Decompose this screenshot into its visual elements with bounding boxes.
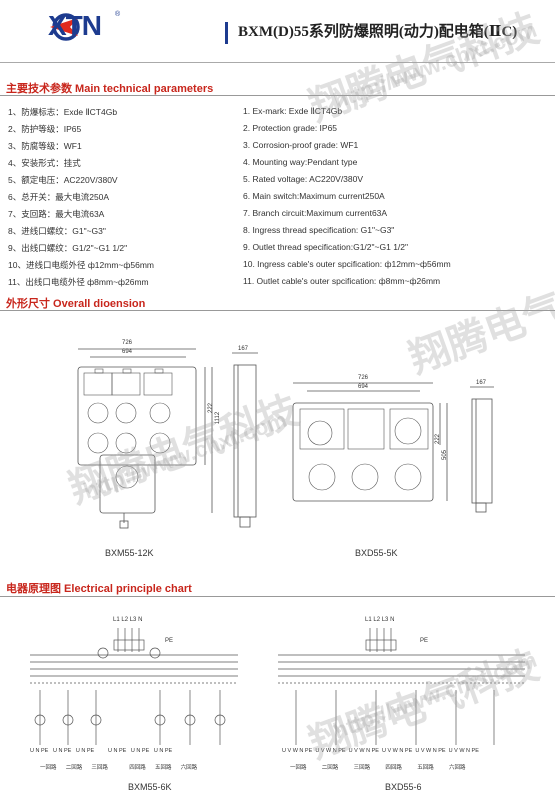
section-rule: [0, 95, 555, 96]
bxm55-12k-side-view: [232, 352, 258, 528]
param-en: 9. Outlet thread specification:G1/2"~G1 …: [243, 242, 409, 252]
param-en: 5. Rated voltage: AC220V/380V: [243, 174, 364, 184]
param-en: 6. Main switch:Maximum current250A: [243, 191, 385, 201]
branch-label: 三回路: [91, 765, 108, 771]
terminal-set: U N PE: [153, 748, 173, 754]
dim-label: 694: [122, 349, 133, 355]
param-cn: 11、出线口电缆外径 ф8mm~ф26mm: [8, 277, 149, 287]
param-en: 3. Corrosion-proof grade: WF1: [243, 140, 359, 150]
param-cn: 1、防爆标志：Exde ⅡCT4Gb: [8, 107, 118, 117]
section-rule: [0, 596, 555, 597]
branch-label: 六回路: [448, 765, 466, 771]
bus-l1: L1: [365, 617, 372, 623]
param-cn: 3、防腐等级：WF1: [8, 141, 82, 151]
param-en: 2. Protection grade: IP65: [243, 123, 338, 133]
terminal-set: U N PE: [107, 748, 127, 754]
dim-label: 222: [435, 433, 442, 445]
bus-l3: L3: [381, 617, 389, 623]
terminal-set: U V W N PE: [282, 748, 313, 754]
bxd55-6-schematic: [278, 628, 525, 745]
bus-l3: L3: [129, 617, 137, 623]
dim-label: 222: [208, 402, 215, 414]
dimension-drawings: [77, 348, 494, 529]
branch-label: 五回路: [417, 765, 434, 771]
terminal-set: U N PE: [30, 748, 49, 754]
section-dimensions-title: 外形尺寸 Overall dioension: [6, 298, 146, 310]
bus-l1: L1: [113, 617, 120, 623]
branch-label: 三回路: [353, 765, 371, 771]
branch-names-right: 一回路 二回路 三回路 四回路 五回路 六回路: [290, 763, 466, 771]
param-cn: 8、进线口螺纹：G1"~G3": [8, 226, 106, 236]
pe-label: PE: [165, 638, 174, 644]
param-cn: 6、总开关：最大电流250A: [8, 192, 110, 202]
page-title: BXM(D)55系列防爆照明(动力)配电箱(ⅡC): [238, 24, 518, 40]
terminal-set: U V W N PE: [381, 748, 413, 754]
param-cn: 2、防护等级：IP65: [8, 124, 82, 134]
xtn-logo-icon: [50, 13, 80, 41]
caption-bxm55-12k: BXM55-12K: [105, 548, 154, 558]
bus-l2: L2: [121, 617, 129, 623]
section-technical-title: 主要技术参数 Main technical parameters: [6, 83, 214, 95]
caption-bxd55-5k: BXD55-5K: [355, 548, 398, 558]
branch-label: 一回路: [290, 765, 307, 771]
header-rule: [0, 62, 555, 63]
param-cn: 5、额定电压：AC220V/380V: [8, 175, 118, 185]
param-cn: 4、安装形式：挂式: [8, 158, 81, 168]
param-en: 4. Mounting way:Pendant type: [243, 157, 358, 167]
param-en: 10. Ingress cable's outer spcification: …: [243, 259, 451, 269]
bxd55-5k-front-view: [292, 382, 448, 502]
branch-label: 四回路: [129, 765, 146, 771]
dim-label: 167: [238, 346, 249, 352]
branch-label: 一回路: [40, 765, 57, 771]
terminal-set: U V W N PE: [315, 748, 346, 754]
bxm55-12k-front-view: [77, 348, 213, 529]
brand-name: XTN: [48, 10, 102, 41]
electrical-diagrams: [30, 628, 525, 745]
terminal-set: U N PE: [75, 748, 95, 754]
branch-label: 四回路: [385, 765, 402, 771]
bus-labels: L1 L2 L3 N: [113, 617, 142, 623]
param-en: 7. Branch circuit:Maximum current63A: [243, 208, 388, 218]
caption-bxd55-6: BXD55-6: [385, 782, 422, 792]
param-cn: 10、进线口电缆外径 ф12mm~ф56mm: [8, 260, 154, 270]
param-en: 11. Outlet cable's outer spcification: ф…: [243, 276, 441, 286]
title-divider: [225, 22, 228, 44]
param-en: 1. Ex-mark: Exde ⅡCT4Gb: [243, 106, 343, 116]
dim-label: 505: [442, 449, 449, 461]
bxd55-5k-side-view: [470, 386, 494, 513]
branch-names-left: 一回路 二回路 三回路 四回路 五回路 六回路: [40, 763, 197, 771]
terminal-set: U N PE: [130, 748, 150, 754]
section-rule: [0, 310, 555, 311]
branch-label: 二回路: [65, 765, 83, 771]
param-cn: 9、出线口螺纹：G1/2"~G1 1/2": [8, 243, 128, 253]
terminal-set: U V W N PE: [448, 748, 479, 754]
terminal-set: U V W N PE: [415, 748, 446, 754]
caption-bxm55-6k: BXM55-6K: [128, 782, 172, 792]
bus-n: N: [138, 617, 143, 623]
registered-mark: ®: [115, 11, 121, 18]
param-en: 8. Ingress thread specification: G1"~G3": [243, 225, 395, 235]
param-cn: 7、支回路：最大电流63A: [8, 209, 105, 219]
branch-label: 五回路: [154, 765, 172, 771]
dim-label: 726: [358, 375, 369, 381]
branch-row-left: U N PE U N PE U N PE U N PE U N PE U N P…: [30, 748, 172, 754]
dim-label: 694: [358, 384, 369, 390]
bus-labels: L1 L2 L3 N: [365, 617, 394, 623]
bus-n: N: [390, 617, 395, 623]
terminal-set: U V W N PE: [348, 748, 379, 754]
bxm55-6k-schematic: [30, 628, 238, 745]
pe-label: PE: [420, 638, 429, 644]
branch-label: 二回路: [321, 765, 339, 771]
section-electrical-title: 电器原理图 Electrical principle chart: [6, 583, 192, 595]
dim-label: 1112: [215, 411, 222, 425]
bus-l2: L2: [373, 617, 381, 623]
terminal-set: U N PE: [52, 748, 72, 754]
dim-label: 167: [476, 380, 487, 386]
branch-label: 六回路: [180, 765, 198, 771]
branch-row-right: U V W N PE U V W N PE U V W N PE U V W N…: [282, 748, 479, 754]
dim-label: 726: [122, 340, 133, 346]
